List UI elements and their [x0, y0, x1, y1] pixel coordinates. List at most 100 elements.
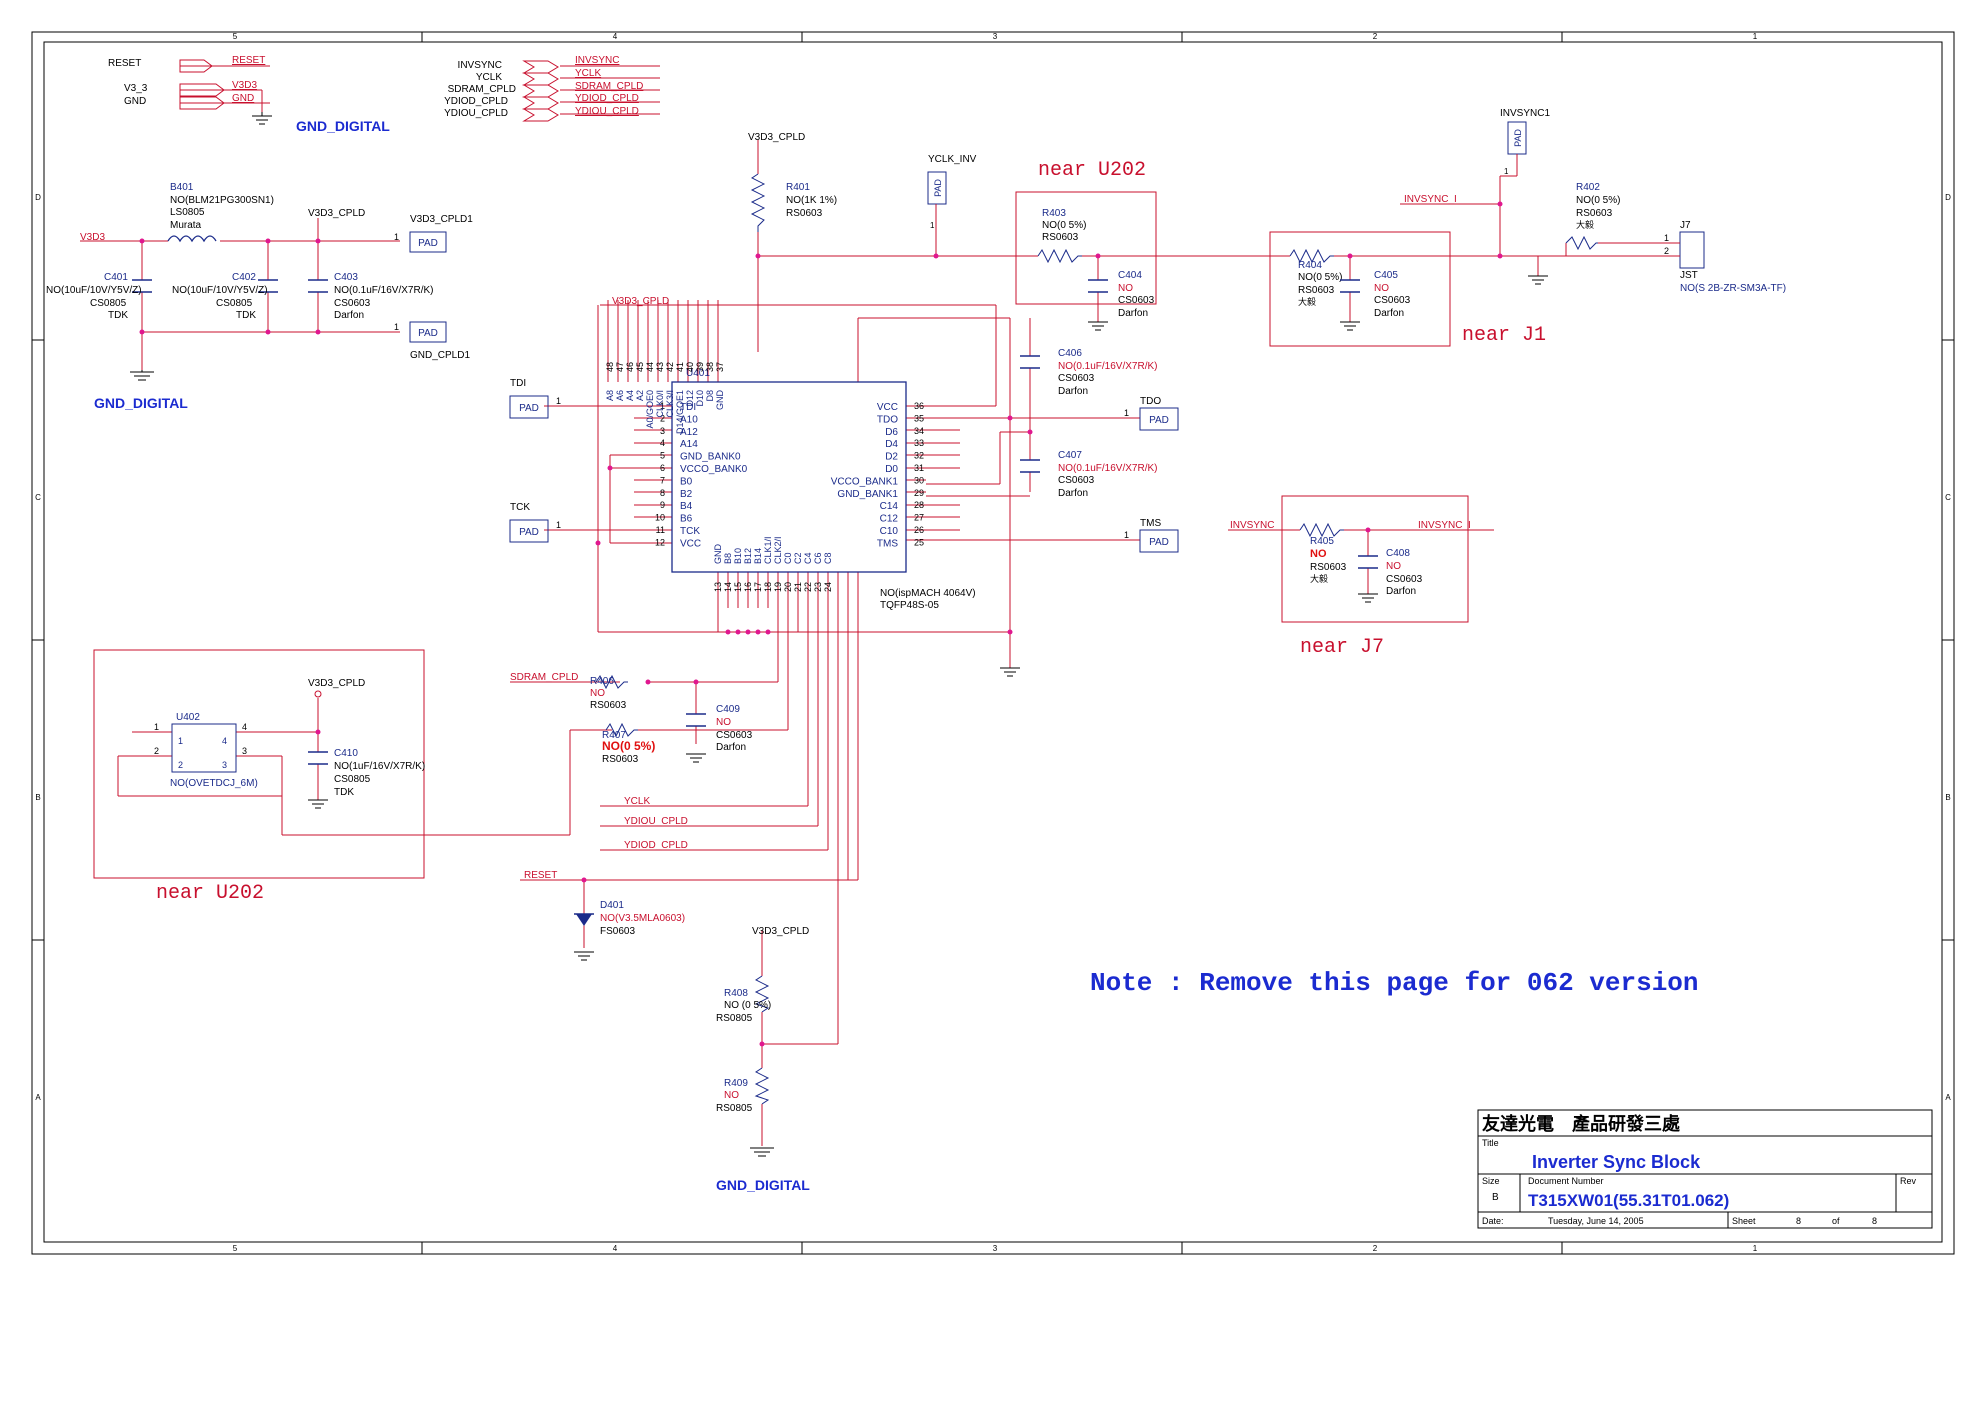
r401-resistor: V3D3_CPLD R401 NO(1K 1%) RS0603 [748, 132, 837, 232]
svg-text:NO(0 5%): NO(0 5%) [1576, 195, 1620, 206]
u401-pin-name: C14 [880, 501, 899, 512]
u401-pin-name: C0 [783, 552, 793, 564]
svg-text:PAD: PAD [418, 238, 438, 249]
u401-pin-number: 16 [743, 582, 753, 592]
u401-pin-number: 3 [660, 426, 665, 436]
svg-text:T315XW01(55.31T01.062): T315XW01(55.31T01.062) [1528, 1191, 1729, 1210]
net-yclk: YCLK [624, 796, 650, 807]
u401-pin-number: 24 [823, 582, 833, 592]
svg-text:FS0603: FS0603 [600, 926, 635, 937]
svg-text:NO (0 5%): NO (0 5%) [724, 1000, 771, 1011]
svg-text:V3D3_CPLD: V3D3_CPLD [308, 208, 365, 219]
svg-text:3: 3 [993, 32, 998, 41]
svg-text:PAD: PAD [519, 527, 539, 538]
svg-text:NO(0.1uF/16V/X7R/K): NO(0.1uF/16V/X7R/K) [1058, 463, 1157, 474]
svg-text:Title: Title [1482, 1138, 1499, 1148]
u401-pin-number: 29 [914, 488, 924, 498]
svg-text:CS0603: CS0603 [1374, 295, 1411, 306]
u401-pin-name: B6 [680, 514, 693, 525]
net-labels: V3D3 INVSYNC_I V3D3_CPLD INVSYNC INVSYNC… [80, 194, 1471, 881]
svg-text:V3D3: V3D3 [232, 80, 257, 91]
gnd-symbol [130, 370, 154, 381]
c409-capacitor: C409 NO CS0603 Darfon [686, 704, 753, 763]
svg-text:NO(S 2B-ZR-SM3A-TF): NO(S 2B-ZR-SM3A-TF) [1680, 283, 1786, 294]
u401-pin-name: A14 [680, 439, 698, 450]
u401-pin-name: C12 [880, 514, 899, 525]
u401-pin-name: A4 [625, 390, 635, 401]
svg-text:大毅: 大毅 [1298, 296, 1316, 307]
svg-text:1: 1 [1124, 530, 1129, 540]
svg-text:CS0603: CS0603 [334, 298, 371, 309]
svg-text:1: 1 [1664, 233, 1669, 243]
svg-text:1: 1 [154, 722, 159, 732]
svg-text:4: 4 [242, 722, 247, 732]
pad-tck: TCK PAD 1 [509, 502, 561, 543]
svg-text:NO: NO [1374, 283, 1389, 294]
svg-text:CS0603: CS0603 [1058, 373, 1095, 384]
svg-text:NO(10uF/10V/Y5V/Z): NO(10uF/10V/Y5V/Z) [172, 285, 268, 296]
note-text: Note : Remove this page for 062 version [1090, 968, 1699, 998]
svg-text:C402: C402 [232, 272, 256, 283]
u401-pin-name: B0 [680, 476, 693, 487]
port-block-mid: INVSYNC YCLK SDRAM_CPLD YDIOD_CPLD YDIOU… [444, 55, 643, 122]
net-invsync-i-2: INVSYNC_I [1418, 520, 1471, 531]
svg-text:3: 3 [993, 1244, 998, 1253]
svg-text:B: B [1945, 793, 1950, 802]
svg-text:NO: NO [1386, 561, 1401, 572]
svg-text:NO(10uF/10V/Y5V/Z): NO(10uF/10V/Y5V/Z) [46, 285, 142, 296]
net-invsync: INVSYNC [1230, 520, 1274, 531]
net-ydiod-cpld: YDIOD_CPLD [624, 840, 688, 851]
u401-pin-number: 37 [715, 362, 725, 372]
u401-pin-number: 12 [655, 537, 665, 547]
svg-text:U402: U402 [176, 712, 200, 723]
svg-text:1: 1 [1124, 408, 1129, 418]
svg-text:RS0603: RS0603 [786, 208, 823, 219]
u401-pin-name: B10 [733, 548, 743, 564]
u401-pin-number: 33 [914, 438, 924, 448]
u401-pin-name: TCK [680, 526, 700, 537]
svg-text:B: B [1492, 1192, 1499, 1203]
pad-tms: TMS 1 PAD [1124, 518, 1179, 553]
svg-text:CS0805: CS0805 [334, 774, 371, 785]
svg-text:GND_DIGITAL: GND_DIGITAL [716, 1177, 810, 1193]
svg-text:near J7: near J7 [1300, 636, 1384, 659]
pad-gnd-cpld1: 1 PAD GND_CPLD1 [394, 321, 470, 361]
near-u202-top-box: near U202 R403 NO(0 5%) RS0603 C404 NO C… [1015, 159, 1157, 331]
svg-text:Darfon: Darfon [1058, 386, 1088, 397]
net-reset: RESET [524, 870, 557, 881]
u401-pin-number: 41 [675, 362, 685, 372]
svg-text:TCK: TCK [510, 502, 530, 513]
svg-text:GND: GND [124, 96, 146, 107]
junction-dots [139, 201, 1503, 1047]
svg-text:2: 2 [154, 746, 159, 756]
gnd-symbol [1528, 275, 1548, 285]
u401-pin-name: B14 [753, 548, 763, 564]
u401-pin-name: VCCO_BANK1 [831, 476, 899, 487]
svg-text:Darfon: Darfon [334, 310, 364, 321]
u401-pin-number: 23 [813, 582, 823, 592]
u401-pin-number: 4 [660, 438, 665, 448]
u401-pin-name: CLK3/I [665, 390, 675, 418]
pad-yclk-inv: YCLK_INV PAD 1 [927, 154, 977, 230]
r408-resistor: V3D3_CPLD R408 NO (0 5%) RS0805 [716, 926, 809, 1024]
r402-resistor: R402 NO(0 5%) RS0603 大毅 [1565, 182, 1620, 251]
u401-pin-number: 26 [914, 525, 924, 535]
svg-text:V3D3_CPLD1: V3D3_CPLD1 [410, 214, 473, 225]
svg-text:4: 4 [613, 32, 618, 41]
u401-pin-name: D6 [885, 427, 898, 438]
net-v3d3-cpld-box: V3D3_CPLD [612, 296, 669, 307]
svg-text:RS0603: RS0603 [1298, 285, 1335, 296]
u401-pin-number: 13 [713, 582, 723, 592]
net-sdram-cpld: SDRAM_CPLD [510, 672, 578, 683]
svg-text:Darfon: Darfon [1386, 586, 1416, 597]
svg-text:PAD: PAD [1149, 415, 1169, 426]
r409-resistor: R409 NO RS0805 GND_DIGITAL [716, 1067, 810, 1193]
u401-pin-number: 21 [793, 582, 803, 592]
u401-pin-name: B8 [723, 553, 733, 564]
svg-text:Darfon: Darfon [716, 742, 746, 753]
svg-text:NO(1uF/16V/X7R/K): NO(1uF/16V/X7R/K) [334, 761, 425, 772]
u401-pin-number: 34 [914, 426, 924, 436]
svg-text:1: 1 [1504, 167, 1509, 176]
svg-text:Inverter Sync Block: Inverter Sync Block [1532, 1152, 1701, 1172]
